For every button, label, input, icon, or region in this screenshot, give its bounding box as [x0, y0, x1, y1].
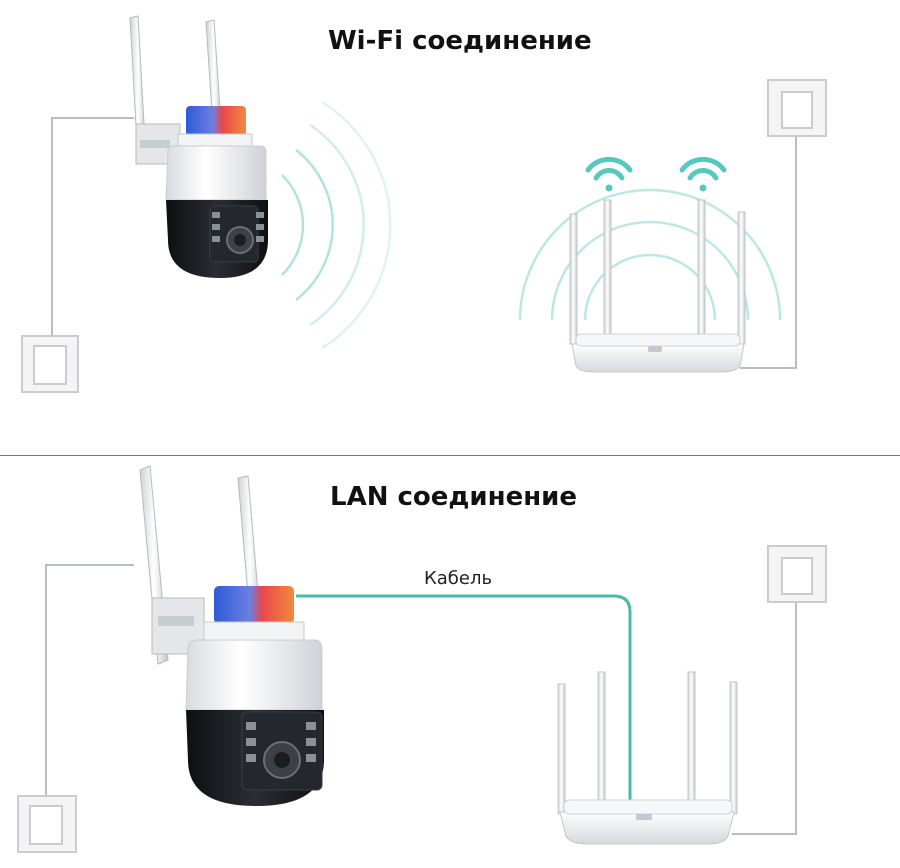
lan-cable — [296, 594, 632, 800]
wifi-signal-icon — [679, 156, 727, 192]
wifi-section-title: Wi-Fi соединение — [328, 26, 592, 56]
cable-label: Кабель — [424, 568, 493, 589]
camera-power-cable-top — [51, 117, 134, 336]
router-icon — [569, 199, 746, 373]
wifi-signal-icon — [585, 156, 633, 192]
security-camera-icon — [129, 15, 268, 278]
router-power-cable-top — [740, 134, 797, 369]
wall-socket-icon — [21, 335, 79, 393]
security-camera-icon — [139, 465, 324, 806]
camera-signal-waves — [281, 100, 392, 350]
router-icon — [557, 671, 738, 845]
wall-socket-icon — [767, 79, 827, 137]
section-divider — [0, 455, 900, 456]
router-power-cable-bottom — [732, 602, 797, 835]
wall-socket-icon — [17, 795, 77, 853]
router-signal-waves — [518, 188, 782, 321]
camera-power-cable-bottom — [45, 564, 134, 796]
wall-socket-icon — [767, 545, 827, 603]
lan-section-title: LAN соединение — [330, 482, 578, 512]
